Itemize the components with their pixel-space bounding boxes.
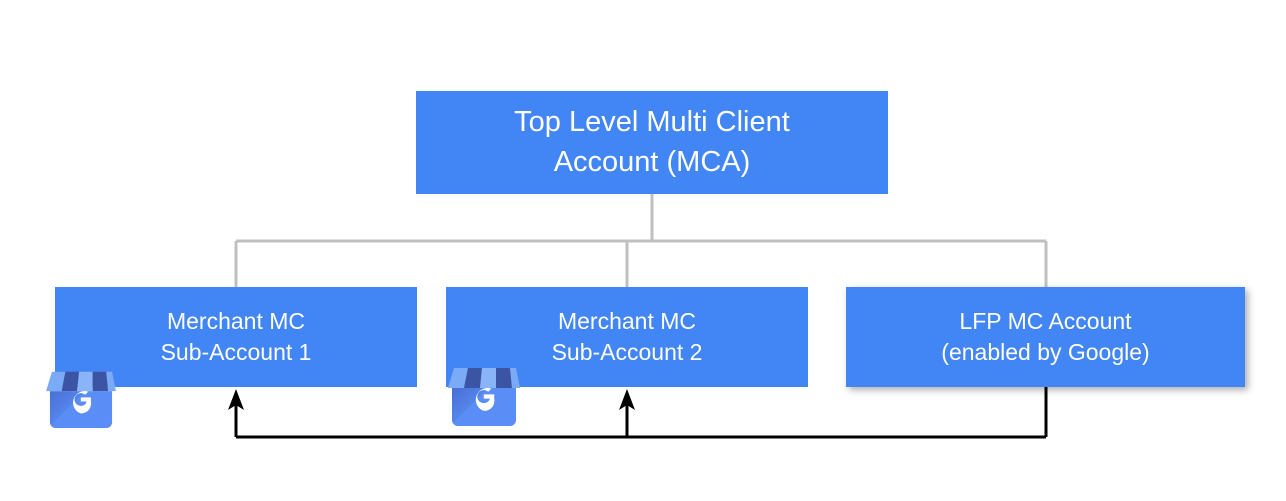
google-my-business-icon [448,368,520,426]
arrowhead-merchant-2 [619,389,635,410]
node-lfp-label: LFP MC Account (enabled by Google) [941,307,1150,365]
google-my-business-icon [46,371,116,429]
node-merchant-1-label: Merchant MC Sub-Account 1 [160,307,312,365]
node-merchant-2-label: Merchant MC Sub-Account 2 [551,307,703,365]
node-lfp-mc-account[interactable]: LFP MC Account (enabled by Google) [846,287,1245,387]
node-merchant-sub-account-1[interactable]: Merchant MC Sub-Account 1 [55,287,417,387]
node-mca-label: Top Level Multi Client Account (MCA) [514,106,790,178]
node-top-level-mca[interactable]: Top Level Multi Client Account (MCA) [416,91,888,194]
arrowhead-merchant-1 [228,389,244,410]
